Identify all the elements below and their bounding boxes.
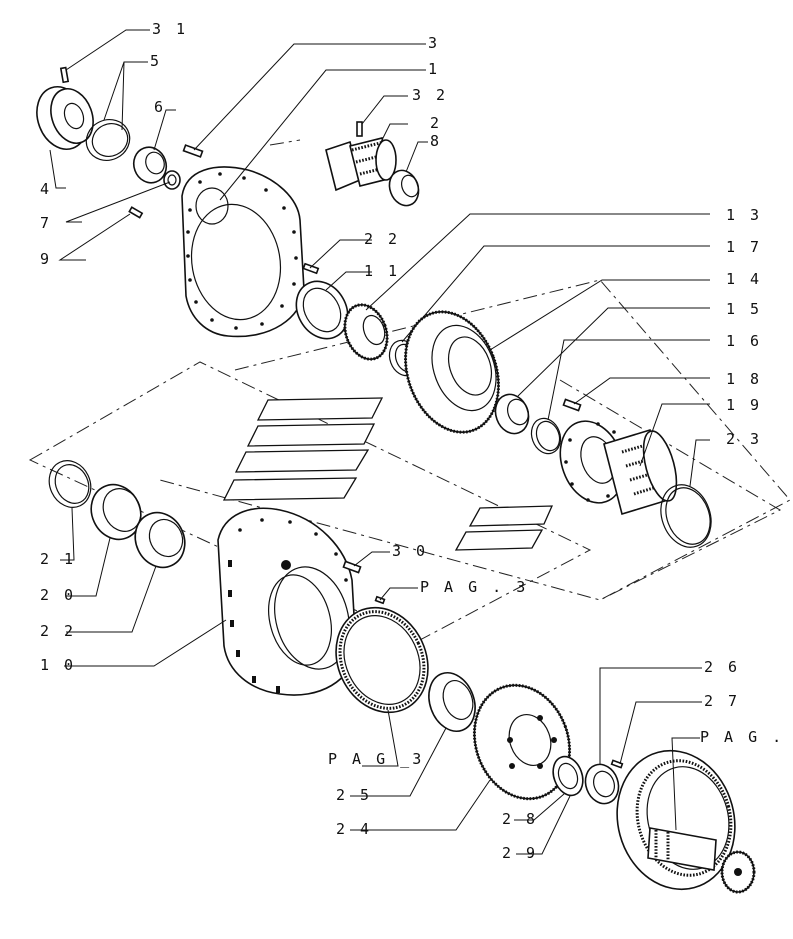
part-21-seal-ring <box>48 460 92 508</box>
part-32-pin <box>356 121 363 137</box>
part-23-o-ring <box>660 484 712 548</box>
callout-3: 3 <box>428 34 440 52</box>
callout-10: 1 0 <box>40 656 76 674</box>
assembly-plane-right <box>559 379 782 601</box>
callout-9: 9 <box>40 250 52 268</box>
part-18-bolt <box>562 398 582 412</box>
callout-20: 2 0 <box>40 586 76 604</box>
callout-22-lower: 2 2 <box>40 622 76 640</box>
callout-pag3-lower: P A G _3 <box>328 750 424 768</box>
callout-23: 2 3 <box>726 430 762 448</box>
callout-pag3-upper: P A G . 3 <box>420 578 528 596</box>
callout-24: 2 4 <box>336 820 372 838</box>
callout-pag2: P A G . 2 <box>700 728 793 746</box>
callout-7: 7 <box>40 214 52 232</box>
part-14-gear-large <box>404 310 500 434</box>
callout-11: 1 1 <box>364 262 400 280</box>
part-7-washer <box>163 170 181 190</box>
part-25-bearing <box>428 672 476 732</box>
callout-31: 3 1 <box>152 20 188 38</box>
callout-2: 2 <box>430 114 442 132</box>
part-24-output-gear <box>472 683 572 801</box>
part-22-bolt-upper <box>302 262 320 275</box>
part-19-flanged-shaft <box>559 420 678 516</box>
part-9-bolt <box>128 206 144 219</box>
callout-5: 5 <box>150 52 162 70</box>
pag3-ring-gear <box>335 606 429 714</box>
part-26-bearing <box>584 763 620 805</box>
callout-29: 2 9 <box>502 844 538 862</box>
callout-15: 1 5 <box>726 300 762 318</box>
callout-labels: 3 1 5 6 4 7 9 3 1 3 2 2 8 2 2 1 1 1 3 1 … <box>40 20 793 862</box>
part-31-pin <box>59 66 70 84</box>
part-6-bearing <box>132 146 168 184</box>
leader-lines <box>49 29 710 855</box>
part-2-pinion-shaft <box>325 137 397 192</box>
part-8-bearing <box>388 169 420 207</box>
callout-21: 2 1 <box>40 550 76 568</box>
callout-13: 1 3 <box>726 206 762 224</box>
callout-28: 2 8 <box>502 810 538 828</box>
callout-27: 2 7 <box>704 692 740 710</box>
callout-32: 3 2 <box>412 86 448 104</box>
callout-1: 1 <box>428 60 440 78</box>
hatched-plate-stack <box>222 397 554 551</box>
part-28-thrust-washer <box>552 755 584 797</box>
callout-6: 6 <box>154 98 166 116</box>
part-13-gear-small <box>343 303 389 361</box>
part-16-snap-ring <box>530 417 562 455</box>
assembly-plane-upper <box>159 139 791 601</box>
callout-17: 1 7 <box>726 238 762 256</box>
callout-26: 2 6 <box>704 658 740 676</box>
callout-16: 1 6 <box>726 332 762 350</box>
callout-22-upper: 2 2 <box>364 230 400 248</box>
part-30-bolt <box>342 560 362 574</box>
part-22-bearing-lower <box>134 511 186 569</box>
callout-4: 4 <box>40 180 52 198</box>
pag2-planetary-assembly <box>616 749 756 894</box>
callout-8: 8 <box>430 132 442 150</box>
callout-30: 3 0 <box>392 542 428 560</box>
callout-14: 1 4 <box>726 270 762 288</box>
part-15-bearing <box>494 393 530 435</box>
part-5-snap-ring <box>85 119 131 161</box>
callout-25: 2 5 <box>336 786 372 804</box>
part-27-bolt <box>610 759 624 769</box>
part-20-seal <box>90 483 142 541</box>
callout-18: 1 8 <box>726 370 762 388</box>
part-3-bolt <box>182 144 204 158</box>
part-4-seal-housing <box>36 86 94 150</box>
part-1-cover-plate <box>181 166 305 338</box>
part-11-shim <box>295 280 349 340</box>
callout-19: 1 9 <box>726 396 762 414</box>
